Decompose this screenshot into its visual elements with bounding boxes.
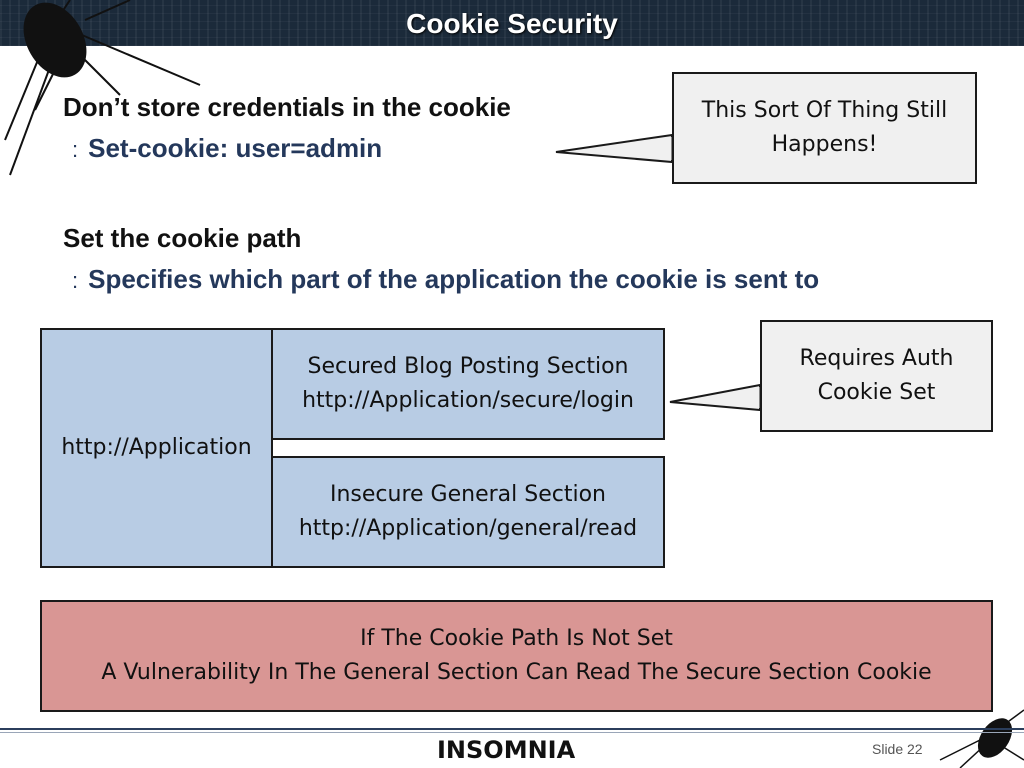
- bullet-cookie-path: Set the cookie path: [63, 223, 302, 253]
- warning-box: If The Cookie Path Is Not Set A Vulnerab…: [40, 600, 993, 712]
- secure-section-title: Secured Blog Posting Section: [307, 354, 629, 379]
- callout-pointer-middle: [669, 383, 761, 412]
- sub-bullet-marker: :: [72, 137, 79, 162]
- footer-divider: [0, 728, 1024, 730]
- sub-bullet-set-cookie: : Set-cookie: user=admin: [72, 133, 382, 164]
- callout-still-happens: This Sort Of Thing Still Happens!: [672, 72, 977, 184]
- footer-divider-thin: [0, 732, 1024, 733]
- cockroach-icon: [4, 0, 201, 176]
- warning-line: A Vulnerability In The General Section C…: [101, 660, 932, 685]
- callout-pointer-top: [555, 133, 673, 164]
- sub-bullet-text: Set-cookie: user=admin: [88, 133, 383, 163]
- application-box: http://Application: [40, 328, 273, 568]
- general-section-box: Insecure General Section http://Applicat…: [271, 456, 665, 568]
- bullet-credentials: Don’t store credentials in the cookie: [63, 92, 511, 122]
- secure-section-url: http://Application/secure/login: [302, 388, 634, 413]
- callout-line: This Sort Of Thing Still: [701, 98, 948, 123]
- callout-line: Happens!: [771, 132, 878, 157]
- callout-line: Requires Auth: [799, 346, 954, 371]
- application-label: http://Application: [61, 435, 252, 460]
- slide-number: Slide 22: [872, 741, 923, 757]
- sub-bullet-path-scope: : Specifies which part of the application…: [72, 264, 819, 295]
- insomnia-logo: INSOMNIA: [437, 736, 576, 764]
- callout-line: Cookie Set: [817, 380, 936, 405]
- general-section-url: http://Application/general/read: [298, 516, 638, 541]
- sub-bullet-text: Specifies which part of the application …: [88, 264, 820, 294]
- slide-title: Cookie Security: [406, 8, 618, 39]
- warning-line: If The Cookie Path Is Not Set: [360, 626, 673, 651]
- slide-header: [0, 0, 1024, 46]
- callout-requires-auth: Requires Auth Cookie Set: [760, 320, 993, 432]
- sub-bullet-marker: :: [72, 268, 79, 293]
- general-section-title: Insecure General Section: [330, 482, 606, 507]
- secure-section-box: Secured Blog Posting Section http://Appl…: [271, 328, 665, 440]
